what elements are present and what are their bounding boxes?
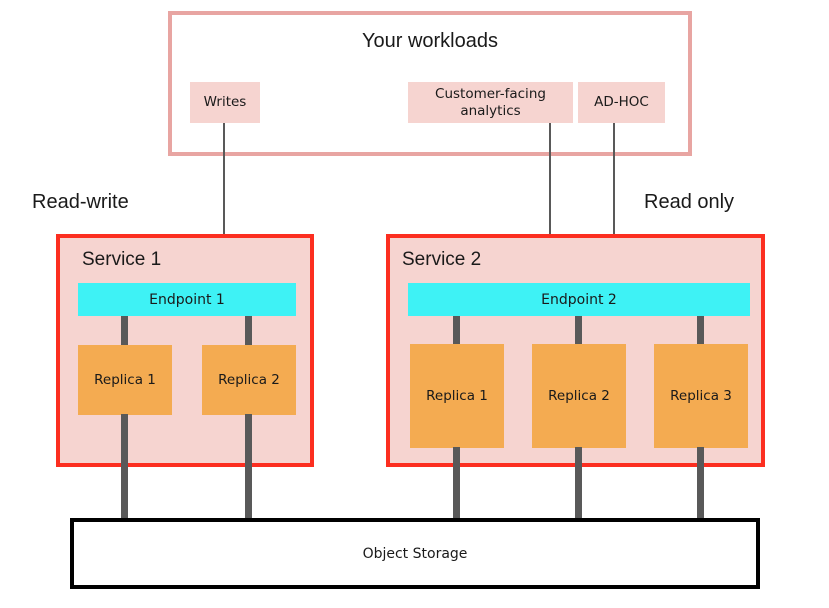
service2-replica-1[interactable]: Replica 1 [410, 344, 504, 448]
connector-service2-replica2-storage [575, 447, 582, 520]
connector-service1-replica2-storage [245, 414, 252, 520]
workload-chip-ad-hoc[interactable]: AD-HOC [578, 82, 665, 123]
connector-service2-replica3-storage [697, 447, 704, 520]
connector-endpoint2-replica3 [697, 316, 704, 345]
service2-replica-2[interactable]: Replica 2 [532, 344, 626, 448]
label-read-only: Read only [644, 191, 735, 213]
connector-service1-replica1-storage [121, 414, 128, 520]
connector-endpoint2-replica2 [575, 316, 582, 345]
arrow-adhoc-to-endpoint2-line [613, 123, 615, 271]
workload-chip-customer-facing-analytics[interactable]: Customer-facing analytics [408, 82, 573, 123]
workloads-title: Your workloads [361, 30, 498, 52]
service1-replica-2[interactable]: Replica 2 [202, 345, 296, 415]
connector-endpoint1-replica2 [245, 316, 252, 346]
workload-chip-writes[interactable]: Writes [190, 82, 260, 123]
service-title-1: Service 1 [82, 249, 162, 270]
connector-endpoint1-replica1 [121, 316, 128, 346]
arrow-writes-to-endpoint1-line [223, 123, 225, 263]
service2-replica-3[interactable]: Replica 3 [654, 344, 748, 448]
arrow-analytics-to-endpoint2-line [549, 123, 551, 271]
connector-service2-replica1-storage [453, 447, 460, 520]
endpoint-1[interactable]: Endpoint 1 [78, 283, 296, 316]
label-read-write: Read-write [32, 191, 129, 213]
connector-endpoint2-replica1 [453, 316, 460, 345]
service-title-2: Service 2 [402, 249, 482, 270]
object-storage-container[interactable]: Object Storage [70, 518, 760, 589]
service1-replica-1[interactable]: Replica 1 [78, 345, 172, 415]
endpoint-2[interactable]: Endpoint 2 [408, 283, 750, 316]
